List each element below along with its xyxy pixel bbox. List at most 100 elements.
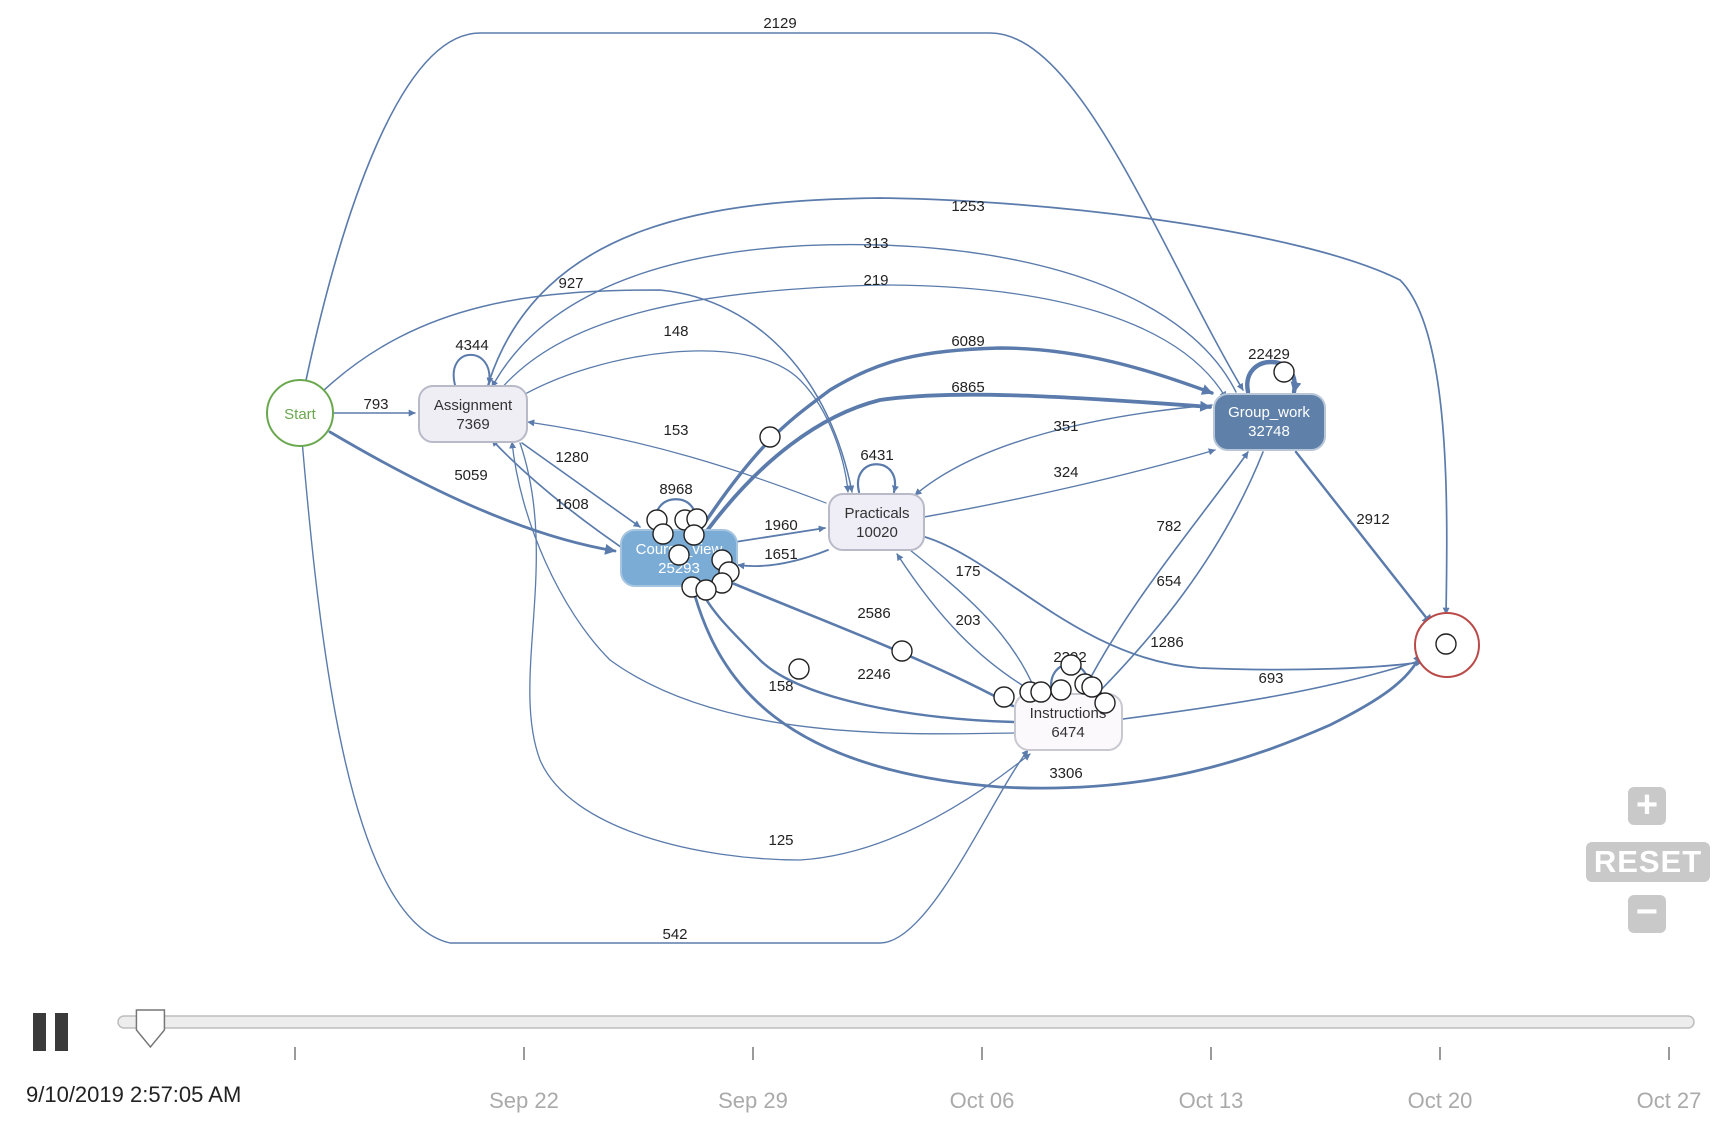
edge-label: 2129: [763, 15, 796, 32]
node-practicals[interactable]: Practicals 10020: [828, 493, 925, 551]
case-token: [1030, 681, 1052, 703]
zoom-in-button[interactable]: +: [1628, 786, 1666, 825]
case-token: [695, 579, 717, 601]
nodes-layer: Start Assignment 7369 Course_view 25293 …: [266, 379, 1480, 751]
edge-instructions-course-view[interactable]: [698, 586, 1016, 724]
timeline-tick-label: Sep 22: [489, 1088, 559, 1113]
case-token: [652, 523, 674, 545]
case-token: [1081, 676, 1103, 698]
edge-start-practicals[interactable]: [321, 289, 855, 493]
edge-group-work-practicals[interactable]: [914, 404, 1213, 496]
edge-label: 6865: [951, 379, 984, 396]
edge-label: 313: [863, 235, 888, 252]
edge-instructions-end[interactable]: [1122, 658, 1423, 720]
edge-group-work-loop[interactable]: [1245, 359, 1302, 395]
node-name: Start: [284, 406, 317, 423]
edge-assignment-instructions[interactable]: [519, 442, 1031, 861]
edge-course-view-group-work-b[interactable]: [704, 392, 1212, 534]
edge-label: 542: [662, 926, 687, 943]
pause-icon: [33, 1013, 46, 1051]
edge-assignment-course-view[interactable]: [521, 442, 641, 528]
edge-practicals-loop[interactable]: [856, 463, 899, 494]
edge-practicals-assignment[interactable]: [527, 419, 827, 504]
edge-label: 22429: [1248, 346, 1290, 363]
case-token: [1094, 692, 1116, 714]
timeline-tick-label: Oct 06: [950, 1088, 1015, 1113]
edge-label: 782: [1156, 518, 1181, 535]
node-group-work[interactable]: Group_work 32748: [1213, 393, 1326, 451]
edge-instructions-assignment[interactable]: [509, 441, 1015, 735]
edge-course-view-instructions[interactable]: [723, 578, 1015, 708]
edge-course-view-assignment[interactable]: [491, 439, 641, 561]
edge-start-instructions[interactable]: [301, 439, 1029, 944]
edge-label: 793: [363, 396, 388, 413]
edge-assignment-group-work[interactable]: [499, 284, 1227, 399]
edge-label: 1960: [764, 517, 797, 534]
edge-label: 3306: [1049, 765, 1082, 782]
case-token: [1050, 679, 1072, 701]
edge-label: 2586: [857, 605, 890, 622]
timeline-handle[interactable]: [135, 1009, 166, 1049]
timeline-track[interactable]: [117, 1015, 1695, 1029]
edge-instructions-group-work[interactable]: [1082, 451, 1249, 693]
edge-practicals-group-work[interactable]: [923, 448, 1216, 518]
edge-label: 1280: [555, 449, 588, 466]
edge-label: 4344: [455, 337, 488, 354]
edge-practicals-end[interactable]: [924, 536, 1423, 671]
zoom-out-button[interactable]: −: [1628, 893, 1666, 933]
edge-assignment-end[interactable]: [487, 197, 1450, 615]
timeline-tick-label: Oct 13: [1179, 1088, 1244, 1113]
pause-button[interactable]: [33, 1013, 69, 1051]
case-token: [993, 686, 1015, 708]
current-time: 9/10/2019 2:57:05 AM: [26, 1082, 242, 1107]
process-map[interactable]: 2129 793 5059 927 542 4344 1280 1608 125…: [0, 0, 1730, 960]
case-token: [1435, 633, 1457, 655]
edge-group-work-instructions[interactable]: [1095, 451, 1264, 696]
edge-start-group-work[interactable]: [304, 32, 1244, 391]
edge-course-view-end[interactable]: [693, 594, 1424, 790]
case-token: [759, 426, 781, 448]
node-name: Assignment: [434, 397, 513, 414]
edge-label: 927: [558, 275, 583, 292]
node-instructions[interactable]: Instructions 6474: [1014, 693, 1123, 751]
edge-label: 153: [663, 422, 688, 439]
edge-label: 8968: [659, 481, 692, 498]
reset-button[interactable]: RESET: [1586, 842, 1710, 882]
node-count: 25293: [658, 560, 700, 577]
edge-assignment-loop[interactable]: [452, 353, 494, 386]
edge-label: 693: [1258, 670, 1283, 687]
edge-label: 1253: [951, 198, 984, 215]
node-name: Practicals: [844, 505, 909, 522]
case-token: [891, 640, 913, 662]
edge-instructions-practicals[interactable]: [896, 553, 1031, 691]
node-count: 10020: [856, 524, 898, 541]
node-name: Instructions: [1030, 705, 1107, 722]
edge-label: 175: [955, 563, 980, 580]
node-count: 7369: [456, 416, 489, 433]
case-token: [788, 658, 810, 680]
edge-practicals-instructions[interactable]: [909, 549, 1036, 691]
edge-assignment-practicals[interactable]: [517, 350, 851, 493]
edge-group-work-end[interactable]: [1294, 450, 1434, 627]
edge-label: 2912: [1356, 511, 1389, 528]
edge-label: 324: [1053, 464, 1078, 481]
case-token: [1060, 654, 1082, 676]
tokens-layer: [646, 361, 1457, 714]
node-start[interactable]: Start: [266, 379, 334, 447]
edge-practicals-course-view[interactable]: [737, 549, 829, 570]
timeline-tick-label: Oct 27: [1637, 1088, 1702, 1113]
edge-label: 219: [863, 272, 888, 289]
timeline-tick-label: Sep 29: [718, 1088, 788, 1113]
edge-course-view-practicals[interactable]: [734, 525, 826, 543]
edge-label: 2246: [857, 666, 890, 683]
node-assignment[interactable]: Assignment 7369: [418, 385, 528, 443]
case-token: [683, 524, 705, 546]
edge-label: 654: [1156, 573, 1181, 590]
edge-start-course-view[interactable]: [328, 430, 617, 555]
edge-group-work-assignment[interactable]: [491, 243, 1237, 393]
case-token: [668, 544, 690, 566]
edge-label: 1286: [1150, 634, 1183, 651]
edge-label: 158: [768, 678, 793, 695]
